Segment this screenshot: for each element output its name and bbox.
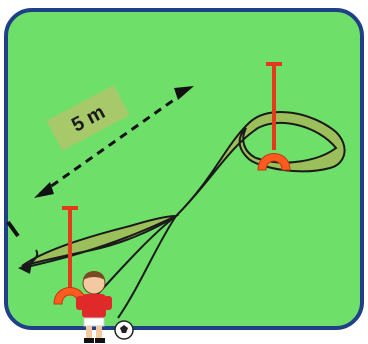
boundary-mark — [6, 220, 20, 238]
soccer-ball — [114, 320, 134, 340]
distance-arrow — [34, 86, 194, 198]
soccer-player — [76, 271, 112, 343]
cone-pole-right — [257, 62, 291, 171]
distance-label: 5 m — [46, 85, 130, 151]
